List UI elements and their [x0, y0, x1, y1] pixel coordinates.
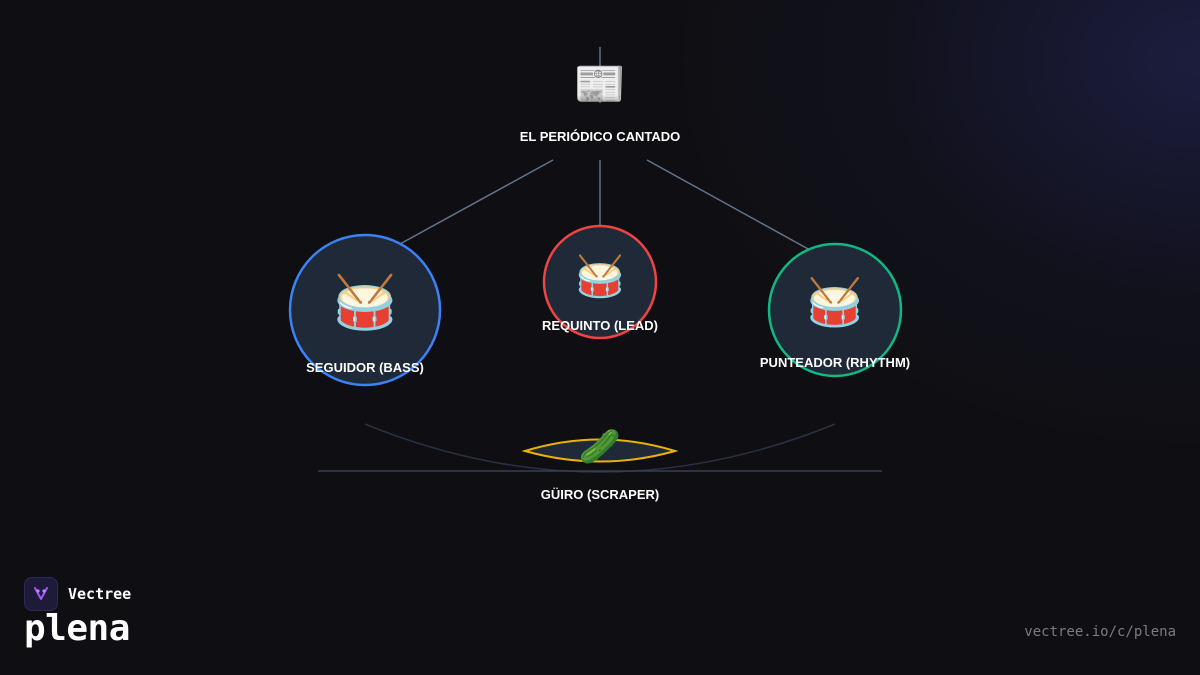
drum-icon: 🥁	[575, 253, 625, 300]
vectree-logo-icon	[24, 577, 58, 611]
node-punteador-circle	[767, 242, 903, 378]
node-seguidor-circle	[288, 233, 442, 387]
guiro-arc	[364, 423, 836, 473]
guiro-label: GÜIRO (SCRAPER)	[541, 487, 659, 502]
node-seguidor-label: SEGUIDOR (BASS)	[306, 360, 424, 375]
site-url[interactable]: vectree.io/c/plena	[1024, 624, 1176, 640]
node-requinto-label: REQUINTO (LEAD)	[542, 318, 658, 333]
drum-icon: 🥁	[333, 272, 398, 333]
root-label: EL PERIÓDICO CANTADO	[520, 129, 681, 144]
node-requinto-circle	[542, 224, 658, 340]
connector-root-punteador	[646, 159, 811, 251]
node-requinto[interactable]: 🥁 REQUINTO (LEAD)	[542, 224, 658, 340]
connector-root-seguidor	[399, 159, 554, 245]
node-seguidor[interactable]: 🥁 SEGUIDOR (BASS)	[288, 233, 442, 387]
newspaper-icon: 📰	[574, 59, 626, 108]
node-guiro[interactable]: 🥒 GÜIRO (SCRAPER)	[521, 427, 679, 502]
node-punteador[interactable]: 🥁 PUNTEADOR (RHYTHM)	[760, 242, 910, 378]
product-name: plena	[24, 608, 130, 649]
cucumber-icon: 🥒	[579, 427, 621, 467]
brand: Vectree	[24, 577, 131, 611]
brand-name: Vectree	[68, 585, 132, 603]
node-punteador-label: PUNTEADOR (RHYTHM)	[760, 355, 910, 370]
guiro-shape	[521, 438, 679, 463]
drum-icon: 🥁	[806, 275, 864, 329]
